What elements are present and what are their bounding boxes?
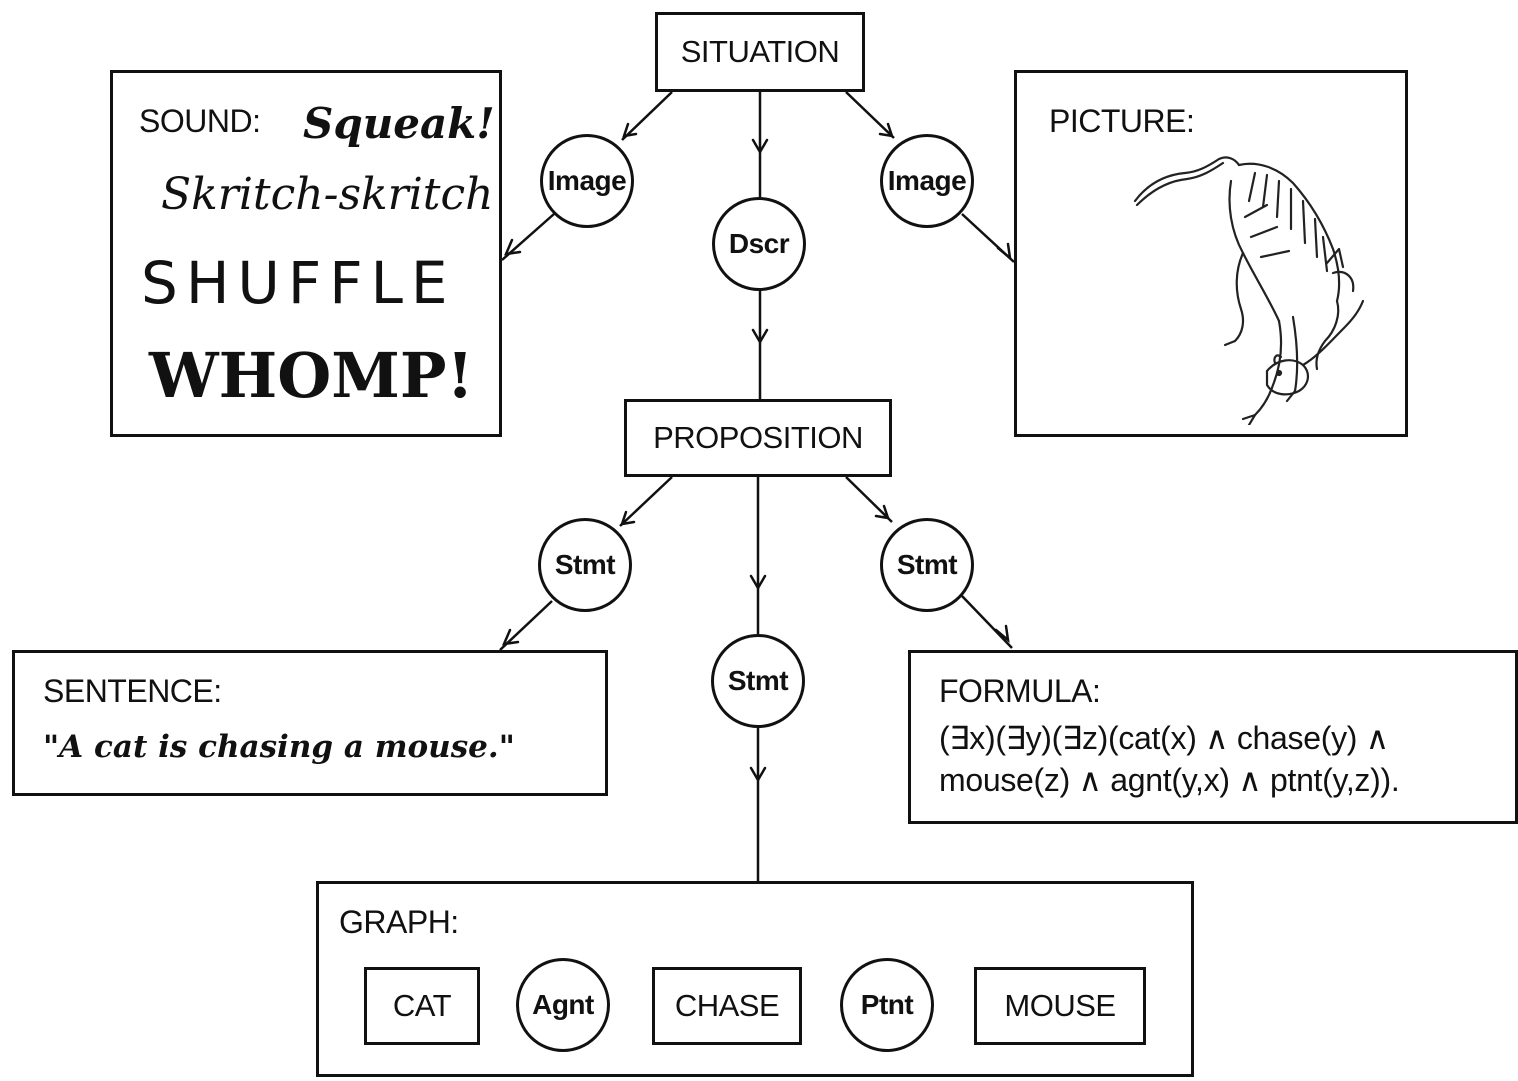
- image-right-label: Image: [887, 165, 967, 196]
- formula-label: FORMULA:: [939, 673, 1101, 709]
- sentence-label: SENTENCE:: [43, 673, 222, 709]
- stmt-relation-right: Stmt: [880, 518, 974, 612]
- graph-mouse-label: MOUSE: [1004, 988, 1116, 1023]
- picture-box: PICTURE:: [1014, 70, 1408, 437]
- graph-chase-label: CHASE: [674, 988, 780, 1023]
- proposition-node: PROPOSITION: [624, 399, 892, 477]
- graph-relation-agnt: Agnt: [516, 958, 610, 1052]
- situation-node: SITUATION: [655, 12, 865, 92]
- graph-concept-chase: CHASE: [652, 967, 802, 1045]
- graph-concept-cat: CAT: [364, 967, 480, 1045]
- dscr-label: Dscr: [728, 228, 790, 259]
- proposition-label: PROPOSITION: [653, 420, 863, 455]
- stmt-relation-center: Stmt: [711, 634, 805, 728]
- graph-relation-ptnt: Ptnt: [840, 958, 934, 1052]
- graph-cat-label: CAT: [392, 988, 452, 1023]
- sound-word-shuffle: SHUFFLE: [141, 249, 456, 317]
- stmt-relation-left: Stmt: [538, 518, 632, 612]
- cat-catching-mouse-icon: [1133, 156, 1365, 425]
- image-relation-right: Image: [880, 134, 974, 228]
- graph-label: GRAPH:: [339, 904, 459, 940]
- graph-agnt-label: Agnt: [532, 989, 594, 1020]
- graph-concept-mouse: MOUSE: [974, 967, 1146, 1045]
- graph-ptnt-label: Ptnt: [860, 989, 914, 1020]
- sentence-box: SENTENCE: "A cat is chasing a mouse.": [12, 650, 608, 796]
- sentence-text: "A cat is chasing a mouse.": [43, 729, 515, 765]
- sound-label: SOUND:: [139, 103, 261, 139]
- formula-box: FORMULA: (∃x)(∃y)(∃z)(cat(x) ∧ chase(y) …: [908, 650, 1518, 824]
- stmt-left-label: Stmt: [554, 549, 616, 580]
- sound-word-whomp: WHOMP!: [149, 339, 474, 412]
- formula-line-2: mouse(z) ∧ agnt(y,x) ∧ ptnt(y,z)).: [939, 762, 1400, 798]
- sound-word-skritch: Skritch-skritch: [161, 169, 494, 220]
- situation-label: SITUATION: [680, 34, 840, 69]
- image-relation-left: Image: [540, 134, 634, 228]
- picture-label: PICTURE:: [1049, 103, 1195, 139]
- sound-box: SOUND: Squeak! Skritch-skritch SHUFFLE W…: [110, 70, 502, 437]
- image-left-label: Image: [547, 165, 627, 196]
- dscr-relation: Dscr: [712, 197, 806, 291]
- stmt-center-label: Stmt: [727, 665, 789, 696]
- sound-word-squeak: Squeak!: [303, 99, 495, 148]
- stmt-right-label: Stmt: [896, 549, 958, 580]
- formula-line-1: (∃x)(∃y)(∃z)(cat(x) ∧ chase(y) ∧: [939, 720, 1389, 756]
